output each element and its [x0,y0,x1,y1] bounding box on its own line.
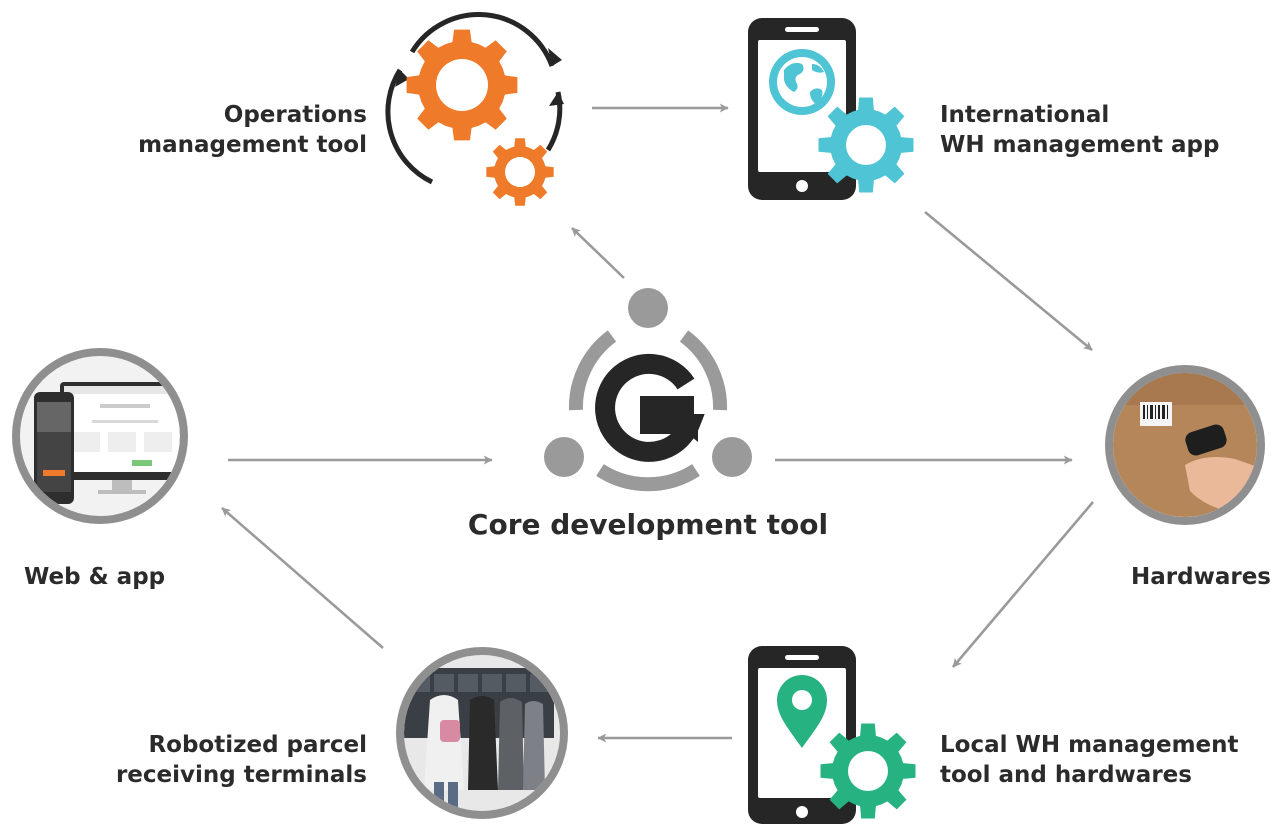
globe-icon [769,49,835,115]
web-app-label: Web & app [24,564,166,590]
core-label: Core development tool [467,508,829,541]
arrow-international-to-hardwares [924,210,1093,352]
phone-pin-gear-icon [748,646,916,824]
operations-label: Operations management tool [138,102,367,158]
g-logo-icon [544,288,752,492]
gear-icon [406,29,518,141]
robotized-label: Robotized parcel receiving terminals [115,732,367,788]
phone-globe-gear-icon [748,18,914,200]
gear-icon [486,138,554,206]
arrows [221,103,1094,743]
gear-icon [818,97,914,193]
international-label: International WH management app [940,102,1220,158]
barcode-scanner-photo [1105,365,1265,525]
hardwares-label: Hardwares [1131,564,1271,590]
gear-icon [820,723,916,819]
devices-photo [12,348,188,524]
gears-cycle-icon [385,12,564,206]
arrow-core-to-operations [571,227,625,279]
arrow-hardwares-to-local [952,501,1094,668]
map-pin-icon [777,675,827,748]
local-label: Local WH management tool and hardwares [940,732,1239,788]
arrow-robotized-to-web [221,507,384,649]
parcel-terminal-photo [396,647,568,819]
